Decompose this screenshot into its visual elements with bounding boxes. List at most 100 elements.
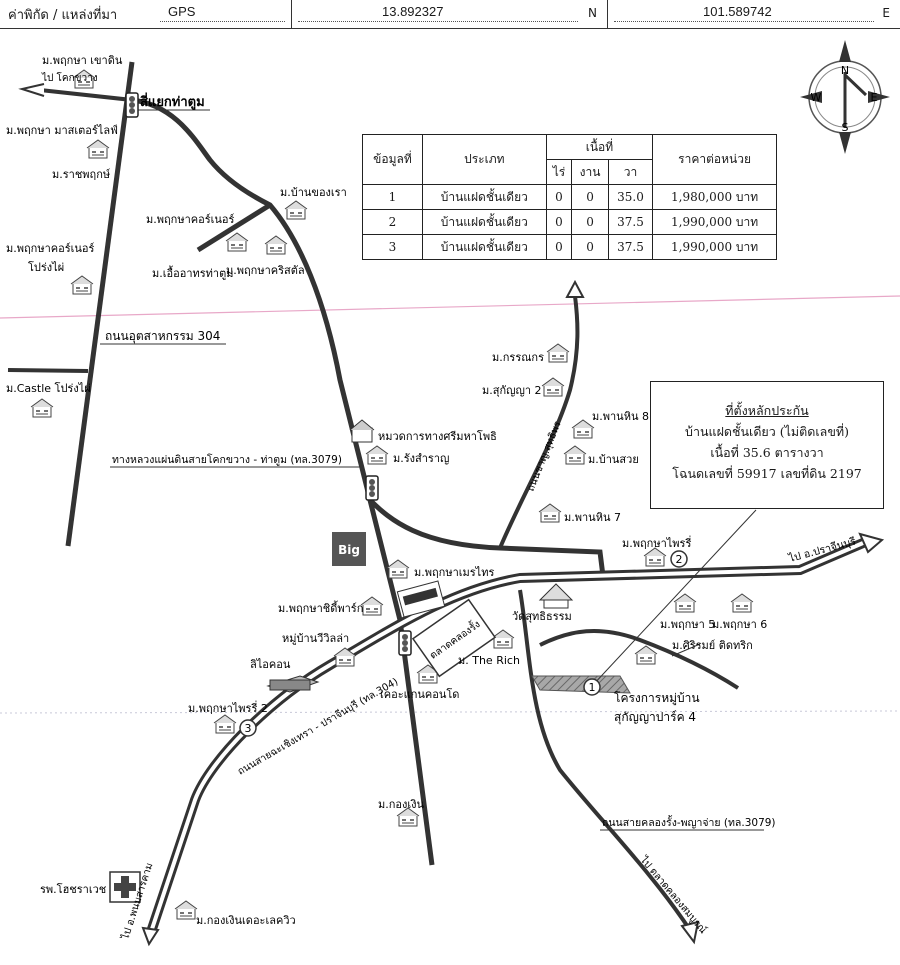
label-ratchaphruk: ม.ราชพฤกษ์: [52, 168, 110, 181]
label-phruksa-ville-bottom: ม.พฤกษาไพรรี่ 2: [188, 700, 268, 715]
traffic-light-icon: [365, 475, 379, 501]
hospital-icon: [109, 871, 141, 903]
house-icon: [571, 419, 595, 439]
collateral-area: เนื้อที่ 35.6 ตารางวา: [710, 445, 824, 460]
house-icon: [634, 645, 658, 665]
house-icon: [174, 900, 198, 920]
compass-icon: N S E W: [800, 40, 890, 154]
label-li-kom: ลิไอคอน: [250, 658, 291, 671]
collateral-title: ที่ตั้งหลักประกัน: [725, 403, 809, 418]
house-icon: [30, 398, 54, 418]
house-icon: [541, 377, 565, 397]
house-icon: [546, 343, 570, 363]
leader-line: [591, 509, 757, 687]
khlong-rang-road: [518, 589, 692, 932]
house-icon: [225, 232, 249, 252]
collateral-type: บ้านแฝดชั้นเดียว (ไม่ติดเลขที่): [685, 424, 849, 439]
label-phruksa5: ม.พฤกษา 5: [660, 618, 715, 631]
marker-1: 1: [583, 678, 601, 696]
label-village-villa: หมู่บ้านวีวิลล่า: [282, 632, 349, 645]
label-prong-phai: โปร่งไผ่: [28, 260, 64, 274]
gps-lat: 13.892327: [382, 4, 444, 19]
label-castle: ม.Castle โปร่งไผ่: [6, 381, 91, 395]
suthip-road: [498, 295, 580, 549]
compass-s: S: [842, 121, 849, 134]
arrow-north-icon: [565, 279, 585, 298]
svg-text:3: 3: [245, 722, 252, 735]
table-row: 3 บ้านแฝดชั้นเดียว 0 0 37.5 1,990,000 บา…: [362, 234, 777, 260]
gps-label: ค่าพิกัด / แหล่งที่มา: [8, 8, 118, 23]
label-phruksa-crystal: ม.พฤกษาคริสตัล: [226, 264, 305, 277]
label-phruksa-khaodin: ม.พฤกษา เขาดิน: [42, 54, 123, 67]
pink-line: [0, 295, 900, 319]
label-city-condo: เคอะแกนคอนโด: [380, 687, 459, 701]
marker-3: 3: [239, 719, 257, 737]
marker-2: 2: [670, 550, 688, 568]
gps-lat-cell: 13.892327 N: [292, 0, 608, 28]
compass-w: W: [811, 91, 822, 104]
svg-text:2: 2: [676, 553, 683, 566]
house-icon: [563, 445, 587, 465]
arrow-east-icon: [858, 532, 885, 554]
arrow-southwest-icon: [141, 926, 160, 947]
gps-lon: 101.589742: [703, 4, 772, 19]
branch-road-corner: [196, 202, 272, 253]
label-to-kok-kwang: ไป โคกขวาง: [41, 71, 98, 84]
house-icon: [491, 629, 515, 649]
house-icon: [365, 445, 389, 465]
temple-icon: [538, 583, 574, 609]
traffic-light-icon: [125, 92, 139, 118]
table-row: 1 บ้านแฝดชั้นเดียว 0 0 35.0 1,980,000 บา…: [362, 184, 777, 210]
label-industrial-304: ถนนอุตสาหกรรม 304: [105, 329, 220, 344]
label-highway-3079: ทางหลวงแผ่นดินสายโคกขวาง - ท่าตูม (ทล.30…: [112, 453, 342, 466]
gps-lon-suffix: E: [882, 6, 890, 20]
price-table: ข้อมูลที่ ประเภท เนื้อที่ ราคาต่อหน่วย ไ…: [362, 134, 777, 260]
tesco-logo: [396, 580, 446, 618]
house-icon: [538, 503, 562, 523]
house-icon: [86, 139, 110, 159]
house-icon: [673, 593, 697, 613]
label-ban-khong-rao: ม.บ้านของเรา: [280, 186, 347, 199]
house-icon: [213, 714, 237, 734]
ranger-station-icon: [349, 419, 375, 443]
header-area: เนื้อที่: [545, 134, 654, 160]
label-phruksa-corner: ม.พฤกษาคอร์เนอร์: [146, 213, 235, 226]
label-rangsamran: ม.รังสำราญ: [393, 452, 449, 465]
header-no: ข้อมูลที่: [362, 134, 423, 185]
svg-text:Big: Big: [338, 543, 360, 557]
gps-lat-suffix: N: [588, 6, 597, 20]
house-icon: [386, 559, 410, 579]
highway-304-inner: [148, 538, 871, 936]
scan-line: [0, 710, 900, 714]
li-kom-building-icon: [266, 675, 320, 693]
label-tha-tum-junction: สี่แยกท่าตูม: [140, 92, 205, 110]
gps-source-cell: ค่าพิกัด / แหล่งที่มา GPS: [0, 0, 292, 28]
label-project2: สุกัญญาปาร์ค 4: [614, 710, 696, 725]
compass-e: E: [871, 91, 878, 104]
label-phruksa-ville2: ม.พฤกษาไพรรี่: [622, 535, 691, 550]
label-the-rich: ม. The Rich: [458, 654, 520, 667]
header-type: ประเภท: [421, 134, 547, 185]
house-icon: [284, 200, 308, 220]
header-wa: วา: [607, 159, 654, 185]
label-kannika: ม.กรรณกร: [492, 351, 544, 364]
sirirom-road: [539, 629, 740, 690]
gps-header: ค่าพิกัด / แหล่งที่มา GPS 13.892327 N 10…: [0, 0, 900, 29]
project-area: [531, 675, 631, 694]
label-to-khok-sa: ไป ตลาดคลองสมบูรณ์: [637, 853, 709, 936]
house-icon: [70, 275, 94, 295]
label-wat: วัดสุทธิธรรม: [512, 610, 572, 623]
header-rai: ไร่: [545, 159, 573, 185]
label-chachoengsao-rd: ถนนสายฉะเชิงเทรา - ปราจีนบุรี (ทล.304): [236, 676, 401, 778]
left-ns-road: [65, 61, 135, 547]
arrow-south-icon: [680, 920, 700, 945]
traffic-light-icon: [398, 630, 412, 656]
label-suthip-rd: ถนนชาญ.สุทธิพร: [526, 419, 564, 493]
label-phruksa-corner-prong: ม.พฤกษาคอร์เนอร์: [6, 242, 95, 255]
label-phan-hin7: ม.พานหิน 7: [564, 511, 621, 524]
collateral-box: ที่ตั้งหลักประกัน บ้านแฝดชั้นเดียว (ไม่ต…: [650, 381, 884, 509]
label-kong-ngoen-lakeview: ม.กองเงินเดอะเลควิว: [196, 914, 296, 927]
label-project: โครงการหมู่บ้าน: [614, 691, 700, 706]
label-phruksa-amarin: ม.พฤกษาเมรไทร: [414, 566, 494, 579]
house-icon: [643, 547, 667, 567]
